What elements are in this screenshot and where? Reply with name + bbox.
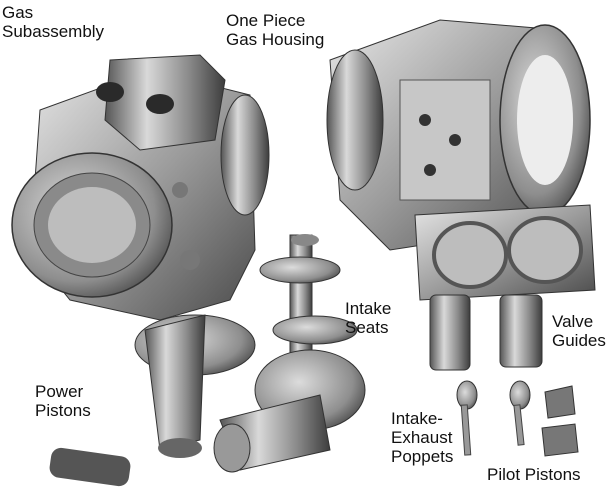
valve-plate-part xyxy=(414,204,596,301)
pilot-pistons-part xyxy=(541,385,579,457)
poppets-part xyxy=(456,380,531,456)
valve-guides-part xyxy=(429,294,543,371)
label-intake-seats: Intake Seats xyxy=(345,299,392,337)
label-valve-guides: Valve Guides xyxy=(552,312,606,350)
pistons-lower-part xyxy=(213,349,366,473)
label-power-pistons: Power Pistons xyxy=(35,382,91,420)
gas-subassembly-part xyxy=(11,54,270,321)
label-gas-housing: One Piece Gas Housing xyxy=(226,11,325,49)
label-poppets: Intake- Exhaust Poppets xyxy=(391,409,454,466)
intake-seats-part xyxy=(259,234,358,386)
spring-part xyxy=(49,447,131,487)
power-pistons-part xyxy=(134,314,256,458)
label-pilot-pistons: Pilot Pistons xyxy=(487,465,581,484)
label-gas-subassembly: Gas Subassembly xyxy=(2,3,105,41)
gas-housing-part xyxy=(326,19,591,251)
